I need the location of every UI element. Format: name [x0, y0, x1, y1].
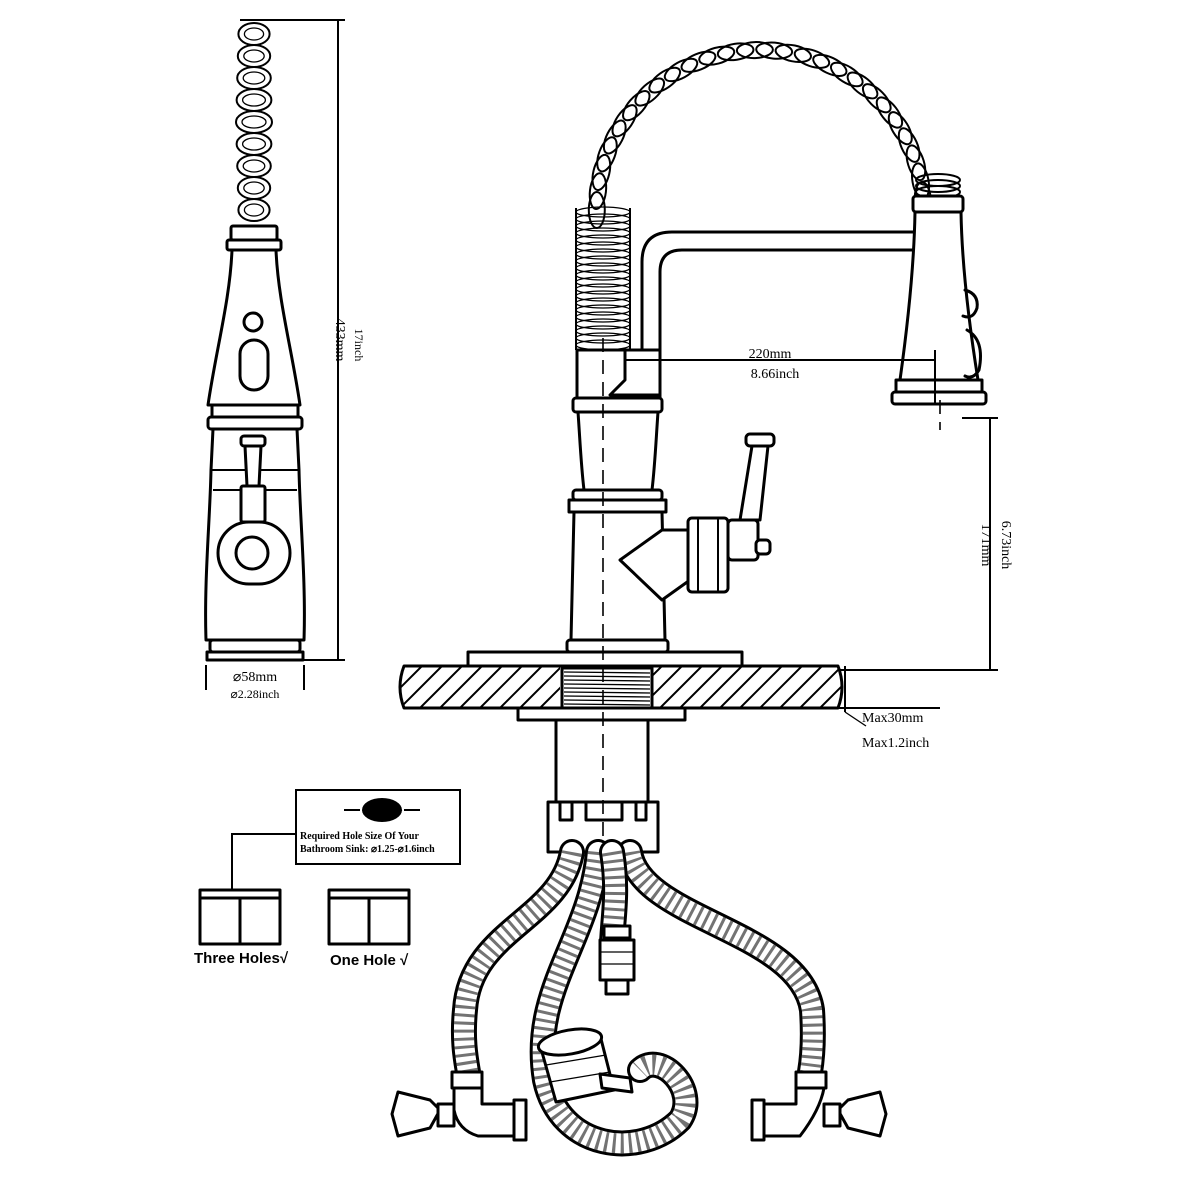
supply-hoses [390, 839, 888, 1157]
height-inch-label: 17inch [352, 329, 366, 362]
hole-size-note [231, 789, 461, 890]
hole-note-line2: Bathroom Sink: ⌀1.25-⌀1.6inch [300, 844, 435, 855]
deck-max-mm-label: Max30mm [862, 711, 924, 726]
hole-note-line1: Required Hole Size Of Your [300, 831, 419, 842]
faucet-front-view [390, 41, 998, 1157]
one-hole-label: One Hole √ [330, 952, 409, 969]
base-inch-label: ⌀2.28inch [231, 687, 280, 701]
three-holes-label: Three Holes√ [194, 950, 289, 967]
sink-one-hole-icon [327, 888, 411, 946]
spout-height-inch-label: 6.73inch [998, 521, 1013, 570]
faucet-side-view [204, 19, 345, 690]
deck-max-inch-label: Max1.2inch [862, 736, 929, 751]
side-spring-coil [235, 22, 273, 222]
height-mm-label: 433mm [332, 319, 347, 362]
spout-height-mm-label: 171mm [978, 524, 993, 567]
reach-inch-label: 8.66inch [751, 367, 800, 382]
base-mm-label: ⌀58mm [233, 670, 277, 685]
arc-spring [587, 41, 961, 229]
reach-mm-label: 220mm [749, 347, 792, 362]
sink-three-holes-icon [198, 888, 282, 946]
column-coil [575, 206, 631, 351]
